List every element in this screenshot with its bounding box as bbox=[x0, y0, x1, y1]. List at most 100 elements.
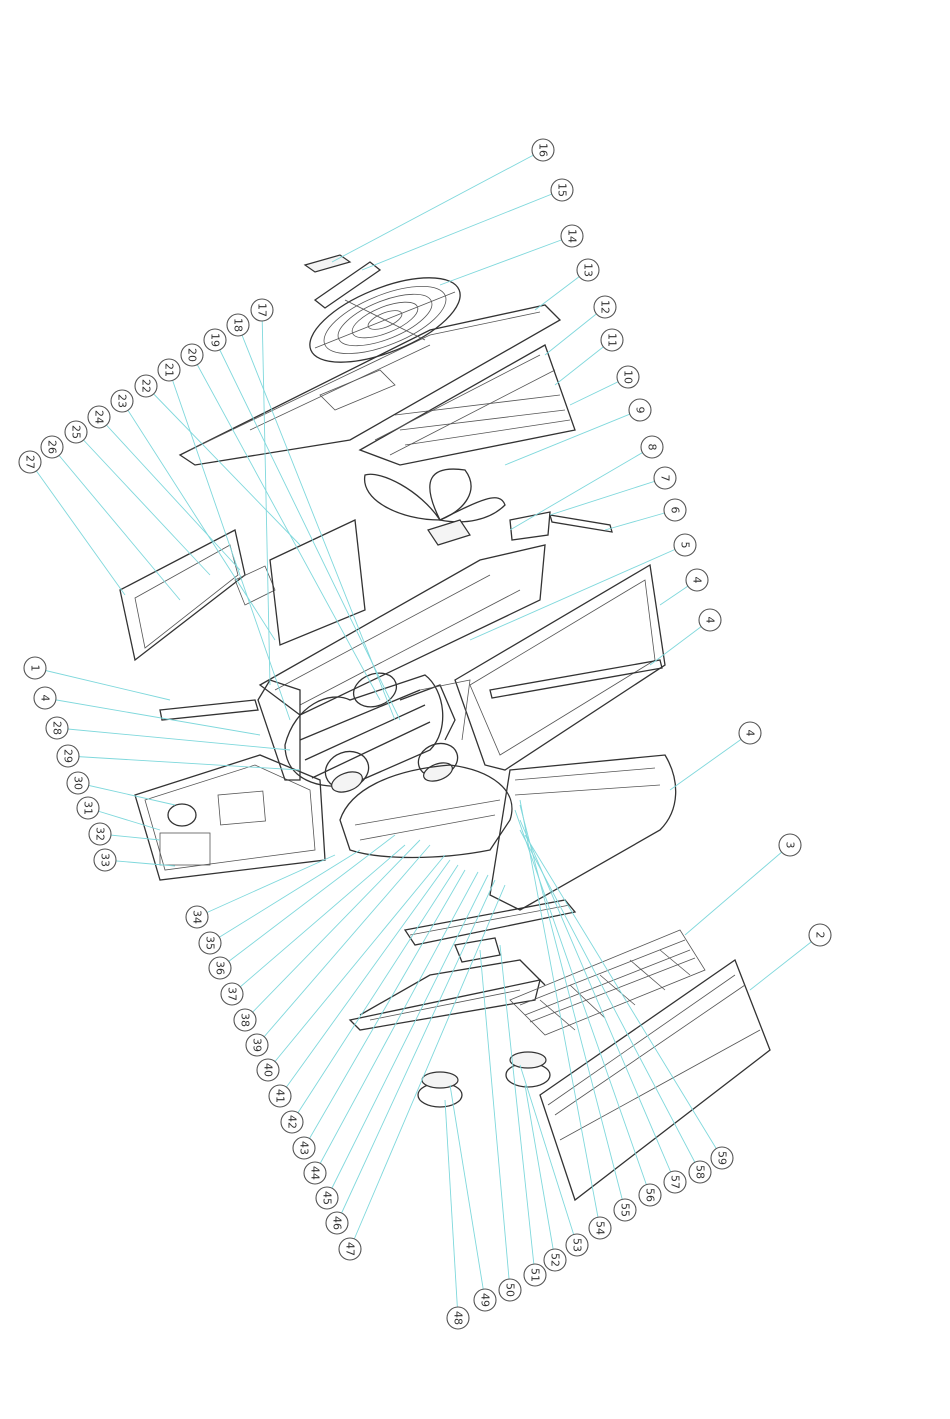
callout-bubble-58: 58 bbox=[689, 1161, 711, 1183]
callout-bubble-2: 2 bbox=[809, 924, 831, 946]
leader-line-3 bbox=[685, 845, 790, 935]
callout-number: 3 bbox=[784, 842, 797, 849]
side-frame bbox=[455, 565, 665, 770]
callout-number: 37 bbox=[226, 987, 239, 1001]
leader-line-4 bbox=[670, 733, 750, 790]
callout-number: 20 bbox=[186, 348, 199, 362]
leader-line-21 bbox=[169, 370, 290, 720]
callout-bubble-17: 17 bbox=[251, 299, 273, 321]
callout-bubble-44: 44 bbox=[304, 1162, 326, 1184]
fan-guard bbox=[299, 260, 471, 379]
callout-bubble-55: 55 bbox=[614, 1199, 636, 1221]
callout-number: 8 bbox=[646, 444, 659, 451]
callout-bubble-43: 43 bbox=[293, 1137, 315, 1159]
callout-number: 7 bbox=[659, 475, 672, 482]
callout-bubble-4: 4 bbox=[699, 609, 721, 631]
callout-bubble-6: 6 bbox=[664, 499, 686, 521]
leader-line-29 bbox=[68, 756, 300, 770]
callout-number: 54 bbox=[594, 1221, 607, 1235]
callout-number: 33 bbox=[99, 853, 112, 867]
callout-bubble-48: 48 bbox=[447, 1307, 469, 1329]
callout-bubble-7: 7 bbox=[654, 467, 676, 489]
callout-bubble-5: 5 bbox=[674, 534, 696, 556]
callout-number: 32 bbox=[94, 827, 107, 841]
callout-bubble-13: 13 bbox=[577, 259, 599, 281]
callout-number: 36 bbox=[214, 961, 227, 975]
callout-bubble-51: 51 bbox=[524, 1264, 546, 1286]
callout-bubble-31: 31 bbox=[77, 797, 99, 819]
callout-bubble-42: 42 bbox=[281, 1111, 303, 1133]
callout-number: 15 bbox=[556, 183, 569, 197]
callout-bubble-36: 36 bbox=[209, 957, 231, 979]
callout-number: 29 bbox=[62, 749, 75, 763]
leader-line-4 bbox=[45, 698, 260, 735]
leader-line-24 bbox=[99, 417, 240, 570]
callout-number: 27 bbox=[24, 455, 37, 469]
callout-bubble-53: 53 bbox=[566, 1234, 588, 1256]
callout-number: 5 bbox=[679, 542, 692, 549]
callout-number: 4 bbox=[744, 730, 757, 737]
callout-bubble-3: 3 bbox=[779, 834, 801, 856]
callout-number: 26 bbox=[46, 440, 59, 454]
callout-bubble-26: 26 bbox=[41, 436, 63, 458]
leader-line-39 bbox=[257, 845, 430, 1045]
callout-bubble-23: 23 bbox=[111, 390, 133, 412]
callout-number: 11 bbox=[606, 333, 619, 347]
leader-line-14 bbox=[440, 236, 572, 285]
callout-number: 35 bbox=[204, 936, 217, 950]
leader-line-2 bbox=[750, 935, 820, 990]
callout-bubble-59: 59 bbox=[711, 1147, 733, 1169]
callout-bubble-50: 50 bbox=[499, 1279, 521, 1301]
callout-bubble-24: 24 bbox=[88, 406, 110, 428]
callout-number: 16 bbox=[537, 143, 550, 157]
leader-line-5 bbox=[470, 545, 685, 640]
callout-number: 44 bbox=[309, 1166, 322, 1180]
callout-number: 28 bbox=[51, 721, 64, 735]
callout-number: 19 bbox=[209, 333, 222, 347]
callout-number: 13 bbox=[582, 263, 595, 277]
leader-line-52 bbox=[525, 1085, 555, 1260]
leader-line-46 bbox=[337, 880, 495, 1223]
callout-bubble-25: 25 bbox=[65, 421, 87, 443]
callout-number: 17 bbox=[256, 303, 269, 317]
callout-number: 53 bbox=[571, 1238, 584, 1252]
base-tray bbox=[340, 755, 676, 910]
callout-bubble-34: 34 bbox=[186, 906, 208, 928]
callout-bubble-30: 30 bbox=[67, 772, 89, 794]
callout-bubble-57: 57 bbox=[664, 1171, 686, 1193]
control-panel bbox=[135, 680, 325, 880]
callout-bubble-47: 47 bbox=[339, 1238, 361, 1260]
leader-line-28 bbox=[57, 728, 290, 750]
callout-number: 51 bbox=[529, 1268, 542, 1282]
callout-number: 49 bbox=[479, 1293, 492, 1307]
callout-number: 25 bbox=[70, 425, 83, 439]
callout-bubble-4: 4 bbox=[739, 722, 761, 744]
callout-bubble-28: 28 bbox=[46, 717, 68, 739]
callout-bubble-33: 33 bbox=[94, 849, 116, 871]
callout-bubble-38: 38 bbox=[234, 1009, 256, 1031]
callout-bubble-45: 45 bbox=[316, 1187, 338, 1209]
fan-blade bbox=[365, 469, 505, 545]
callout-number: 4 bbox=[704, 617, 717, 624]
callout-number: 47 bbox=[344, 1242, 357, 1256]
callout-bubble-16: 16 bbox=[532, 139, 554, 161]
leader-line-20 bbox=[192, 355, 380, 700]
leader-line-45 bbox=[327, 875, 488, 1198]
leader-line-18 bbox=[238, 325, 395, 720]
callout-number: 9 bbox=[634, 407, 647, 414]
callout-bubble-9: 9 bbox=[629, 399, 651, 421]
callout-bubble-1: 1 bbox=[24, 657, 46, 679]
callout-bubble-27: 27 bbox=[19, 451, 41, 473]
callout-number: 45 bbox=[321, 1191, 334, 1205]
leader-line-26 bbox=[52, 447, 180, 600]
leader-line-17 bbox=[262, 310, 270, 685]
leader-line-16 bbox=[332, 150, 543, 262]
front-panel bbox=[540, 960, 770, 1200]
callout-bubble-20: 20 bbox=[181, 344, 203, 366]
callout-bubble-56: 56 bbox=[639, 1184, 661, 1206]
callout-bubble-10: 10 bbox=[617, 366, 639, 388]
callout-number: 58 bbox=[694, 1165, 707, 1179]
callout-number: 34 bbox=[191, 910, 204, 924]
leader-line-22 bbox=[146, 386, 300, 545]
leader-line-25 bbox=[76, 432, 210, 575]
